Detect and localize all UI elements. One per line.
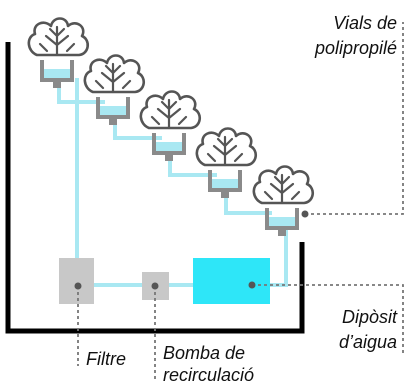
pump-anchor-dot: [151, 282, 159, 290]
lettuce-icon: [27, 17, 90, 57]
deposit-label-line2: d’aigua: [339, 332, 397, 352]
filter-anchor-dot: [74, 282, 82, 290]
plant-vial-4: [195, 127, 258, 200]
filter-label: Filtre: [86, 349, 126, 369]
vials-label-line2: polipropilé: [314, 38, 397, 58]
deposit-label-line1: Dipòsit: [342, 307, 398, 327]
lettuce-icon: [195, 127, 258, 167]
plant-vial-5: [252, 165, 315, 238]
pump-label-line2: recirculació: [163, 365, 254, 383]
water-tank: [193, 258, 270, 304]
plant-vial-1: [27, 17, 90, 90]
lettuce-icon: [83, 54, 146, 94]
plant-vial-2: [83, 54, 146, 127]
pump-label-line1: Bomba de: [163, 343, 245, 363]
filter-box: [59, 258, 94, 304]
plant-vial-3: [139, 90, 202, 163]
vial-anchor-dot: [301, 210, 309, 218]
vials-label-line1: Vials de: [333, 13, 397, 33]
lettuce-icon: [252, 165, 315, 205]
lettuce-icon: [139, 90, 202, 130]
polypropylene-vial-icon: [40, 58, 74, 90]
leader-lines: [77, 22, 404, 380]
tank-anchor-dot: [248, 281, 256, 289]
